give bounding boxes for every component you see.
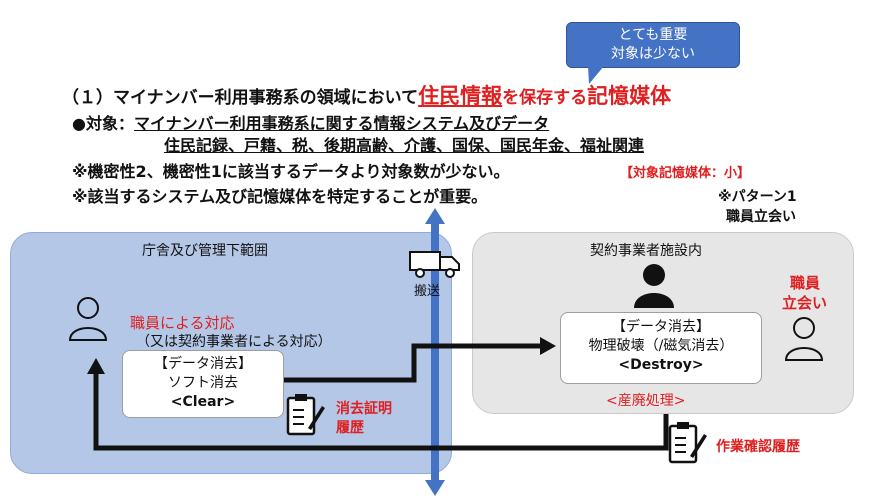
callout-line1: とても重要 — [618, 27, 688, 43]
witness-person-icon — [784, 317, 824, 361]
contractor-person-icon — [634, 264, 674, 308]
staff-person-icon — [68, 297, 108, 341]
destroy-box: 【データ消去】 物理破壊（/磁気消去） <Destroy> — [560, 312, 762, 384]
erase-certificate-label2: 履歴 — [336, 420, 364, 436]
witness-label1: 職員 — [790, 274, 821, 292]
note-identify: ※該当するシステム及び記憶媒体を特定することが重要。 — [72, 187, 488, 206]
clipboard-icon — [286, 394, 325, 436]
target-systems: マイナンバー利用事務系に関する情報システム及びデータ — [133, 114, 550, 133]
staff-response-sub: （又は契約事業者による対応） — [136, 334, 332, 350]
callout-pointer — [588, 66, 604, 84]
destroy-level: <Destroy> — [618, 357, 704, 373]
note-media-tag: 【対象記憶媒体：小】 — [620, 166, 751, 181]
truck-icon — [409, 251, 460, 278]
contractor-facility-title: 契約事業者施設内 — [590, 243, 702, 259]
destroy-title: 【データ消去】 — [612, 319, 710, 335]
witness-label2: 立会い — [782, 294, 828, 312]
heading-mid: を保存する — [502, 88, 588, 108]
section-heading: （１）マイナンバー利用事務系の領域において住民情報を保存する記憶媒体 — [62, 80, 671, 110]
target-bullet: ●対象： — [72, 114, 134, 133]
target-line2: 住民記録、戸籍、税、後期高齢、介護、国保、国民年金、福祉関連 — [164, 136, 645, 155]
pattern-sub: 職員立会い — [726, 209, 796, 225]
staff-response-label: 職員による対応 — [130, 314, 235, 332]
soft-erase-level: <Clear> — [170, 394, 236, 410]
callout-line2: 対象は少ない — [611, 46, 695, 62]
soft-erase-box: 【データ消去】 ソフト消去 <Clear> — [122, 350, 284, 418]
heading-highlight-media: 記憶媒体 — [587, 84, 672, 108]
heading-prefix: （１）マイナンバー利用事務系の領域において — [62, 88, 419, 108]
heading-highlight-residents: 住民情報 — [418, 84, 503, 108]
pattern-label: ※パターン1 — [718, 189, 797, 205]
note-confidentiality: ※機密性2、機密性1に該当するデータより対象数が少ない。 — [72, 162, 510, 181]
destroy-method: 物理破壊（/磁気消去） — [588, 338, 734, 354]
transport-axis-arrow — [425, 208, 445, 496]
soft-erase-title: 【データ消去】 — [154, 356, 252, 372]
industrial-waste-label: <産廃処理> — [606, 393, 686, 409]
importance-callout: とても重要 対象は少ない — [566, 22, 740, 68]
soft-erase-method: ソフト消去 — [168, 375, 238, 391]
erase-certificate-label1: 消去証明 — [336, 401, 392, 417]
work-record-label: 作業確認履歴 — [716, 439, 800, 455]
transport-label: 搬送 — [414, 284, 441, 299]
target-line1: ●対象：マイナンバー利用事務系に関する情報システム及びデータ — [72, 110, 549, 134]
work-record-clipboard-icon — [668, 422, 707, 464]
office-area-title: 庁舎及び管理下範囲 — [142, 243, 268, 259]
